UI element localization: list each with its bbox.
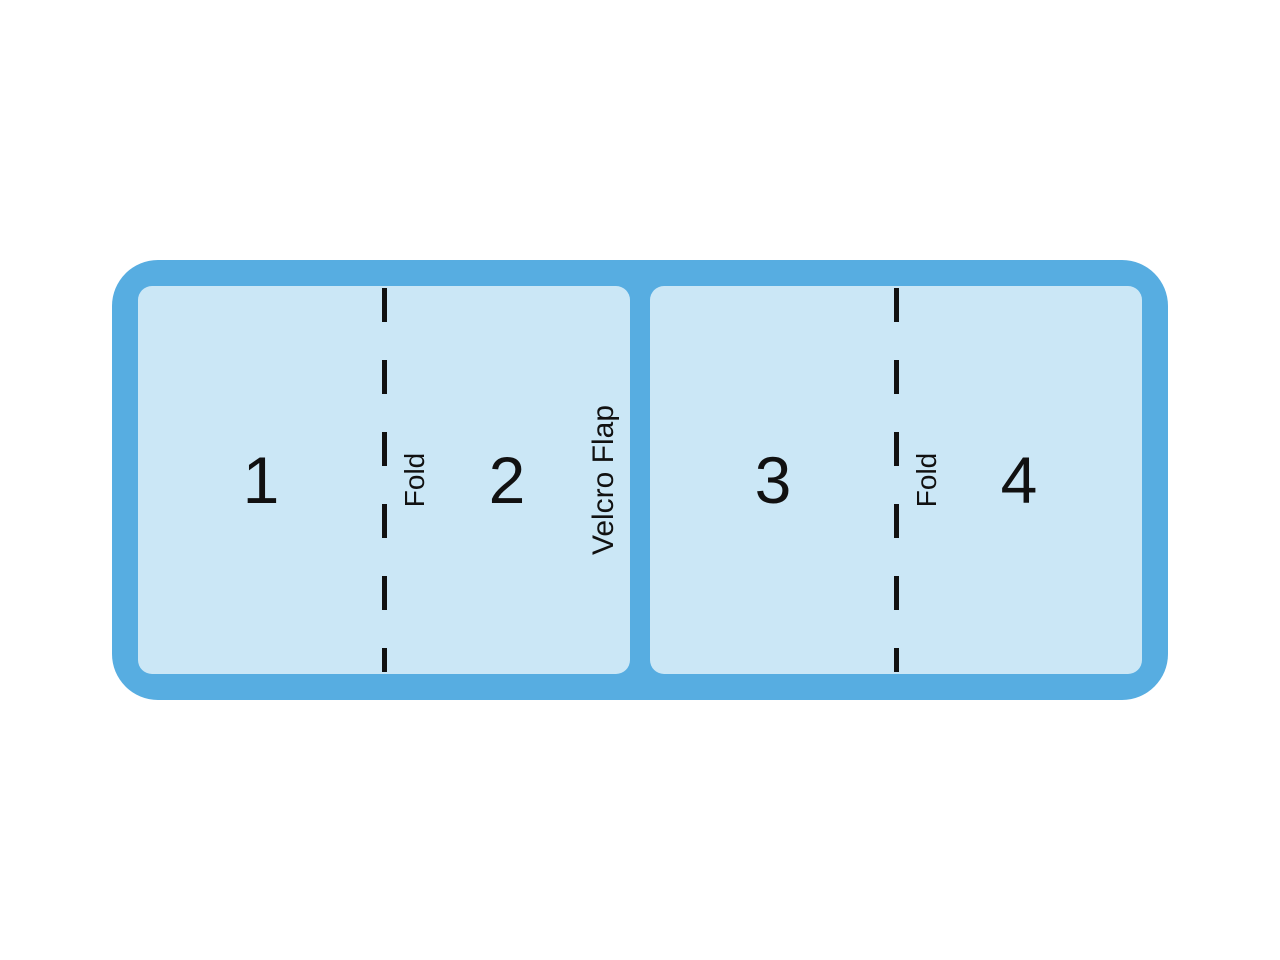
panel-section-2: 2 [384,286,630,674]
fold-label: Fold [399,452,430,508]
panel-half-1-2: 1 2 Fold Velcro Flap [138,286,630,674]
section-number-3: 3 [754,443,792,517]
pouch-outline: 1 2 Fold Velcro Flap 3 4 Fold [112,260,1168,700]
panel-section-4: 4 [896,286,1142,674]
panel-section-1: 1 [138,286,384,674]
panel-half-3-4: 3 4 Fold [650,286,1142,674]
fold-dashed-line [893,288,899,672]
section-number-1: 1 [242,443,280,517]
velcro-flap-label: Velcro Flap [587,404,620,556]
fold-dashed-line [381,288,387,672]
section-number-2: 2 [488,443,526,517]
fold-label: Fold [911,452,942,508]
panel-section-3: 3 [650,286,896,674]
section-number-4: 4 [1000,443,1038,517]
